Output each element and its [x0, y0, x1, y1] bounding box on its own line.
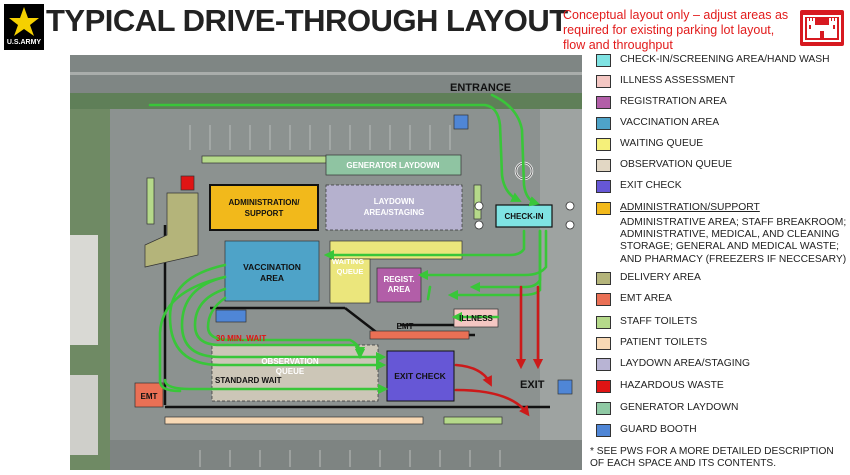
- patient-toilets: [164, 416, 424, 425]
- legend-swatch: [596, 272, 611, 285]
- observation-label-line2: QUEUE: [276, 367, 305, 376]
- exit-check-area: [386, 350, 455, 402]
- guard-booth-exit: [557, 379, 573, 395]
- staff-toilets-top: [201, 155, 327, 164]
- legend-swatch: [596, 293, 611, 306]
- legend-label: OBSERVATION QUEUE: [620, 159, 733, 170]
- legend-swatch: [596, 96, 611, 109]
- registration-area: [376, 267, 422, 303]
- legend-swatch: [596, 117, 611, 130]
- exit-label: EXIT: [520, 379, 545, 391]
- regist-label-line1: REGIST.: [383, 275, 414, 284]
- road-marking: [70, 72, 582, 75]
- admin-label-line1: ADMINISTRATION/: [229, 198, 301, 207]
- emt-strip: [369, 330, 470, 340]
- regist-label-line2: AREA: [388, 285, 411, 294]
- exit-flow-arrows: [454, 285, 544, 417]
- legend-label: ILLNESS ASSESSMENT: [620, 75, 736, 86]
- emt-left-label: EMT: [141, 392, 158, 401]
- left-building: [70, 235, 98, 345]
- footnote: * SEE PWS FOR A MORE DETAILED DESCRIPTIO…: [590, 446, 834, 469]
- legend-swatch: [596, 180, 611, 193]
- guard-booth-left: [215, 309, 247, 323]
- legend-label: PATIENT TOILETS: [620, 337, 708, 348]
- vaccination-area: [224, 240, 320, 302]
- thirty-min-wait-label: 30 MIN. WAIT: [216, 334, 266, 343]
- legend-label: LAYDOWN AREA/STAGING: [620, 358, 751, 369]
- legend-swatch: [596, 380, 611, 393]
- emt-area-left: [134, 382, 164, 408]
- parking-lines: [189, 125, 501, 467]
- legend-swatch: [596, 138, 611, 151]
- check-in-label: CHECK-IN: [504, 212, 543, 221]
- us-army-logo: U.S.ARMY: [4, 4, 44, 50]
- staff-toilets-bottom: [443, 416, 503, 425]
- vaccination-label-line2: AREA: [260, 273, 284, 283]
- legend-label: VACCINATION AREA: [620, 117, 720, 128]
- delivery-area: [144, 192, 199, 268]
- bottom-lot: [110, 440, 582, 470]
- legend-label: EXIT CHECK: [620, 180, 682, 191]
- left-building-2: [70, 375, 98, 455]
- generator-laydown-label: GENERATOR LAYDOWN: [346, 161, 439, 170]
- observation-label-line1: OBSERVATION: [261, 357, 319, 366]
- check-in-area: [495, 204, 553, 228]
- legend-label: ADMINISTRATION/SUPPORT: [620, 202, 760, 213]
- legend-label: DELIVERY AREA: [620, 272, 701, 283]
- disclaimer-note: Conceptual layout only – adjust areas as…: [563, 8, 789, 52]
- legend-label: WAITING QUEUE: [620, 138, 704, 149]
- tree-strip: [70, 93, 582, 109]
- legend-label: GUARD BOOTH: [620, 424, 697, 435]
- laydown-label-line1: LAYDOWN: [374, 197, 415, 206]
- waiting-queue-side: [329, 258, 371, 304]
- waiting-label-line2: QUEUE: [337, 267, 364, 276]
- legend-label: REGISTRATION AREA: [620, 96, 727, 107]
- legend-swatch: [596, 316, 611, 329]
- emt-label: EMT: [397, 322, 414, 331]
- legend-label: HAZARDOUS WASTE: [620, 380, 724, 391]
- page-title: TYPICAL DRIVE-THROUGH LAYOUT: [46, 3, 568, 38]
- administration-support-area: [209, 184, 319, 231]
- legend-swatch: [596, 54, 611, 67]
- staff-toilets-left: [146, 177, 155, 225]
- guard-booth-top: [453, 114, 469, 130]
- observation-queue-area: [211, 344, 379, 402]
- legend-label: CHECK-IN/SCREENING AREA/HAND WASH: [620, 54, 830, 65]
- legend-swatch: [596, 75, 611, 88]
- castle-icon: [803, 15, 841, 42]
- illness-label: ILLNESS: [459, 314, 493, 323]
- entrance-label: ENTRANCE: [450, 82, 511, 94]
- legend-swatch: [596, 159, 611, 172]
- legend-label: STAFF TOILETS: [620, 316, 698, 327]
- legend-label: GENERATOR LAYDOWN: [620, 402, 739, 413]
- hazardous-waste: [180, 175, 195, 191]
- laydown-label-line2: AREA/STAGING: [364, 208, 425, 217]
- site-layout-map: ENTRANCE EXIT GENERATOR LAYDOWN ADMINIST…: [70, 55, 582, 470]
- legend-swatch: [596, 424, 611, 437]
- army-star-icon: [9, 7, 39, 36]
- legend-swatch: [596, 202, 611, 215]
- legend-swatch: [596, 402, 611, 415]
- exit-check-label: EXIT CHECK: [394, 371, 446, 381]
- legend-swatch: [596, 337, 611, 350]
- legend-swatch: [596, 358, 611, 371]
- legend-admin-description: ADMINISTRATIVE AREA; STAFF BREAKROOM; AD…: [620, 217, 847, 265]
- check-in-stations: [474, 201, 575, 230]
- usace-castle-logo: [800, 10, 844, 46]
- waiting-label-line1: WAITING: [332, 257, 364, 266]
- laydown-staging-area: [325, 184, 463, 231]
- legend-label: EMT AREA: [620, 293, 672, 304]
- army-logo-text: U.S.ARMY: [6, 39, 42, 46]
- admin-label-line2: SUPPORT: [245, 209, 284, 218]
- vaccination-label-line1: VACCINATION: [243, 262, 301, 272]
- generator-laydown-area: [325, 154, 462, 176]
- standard-wait-label: STANDARD WAIT: [215, 376, 282, 385]
